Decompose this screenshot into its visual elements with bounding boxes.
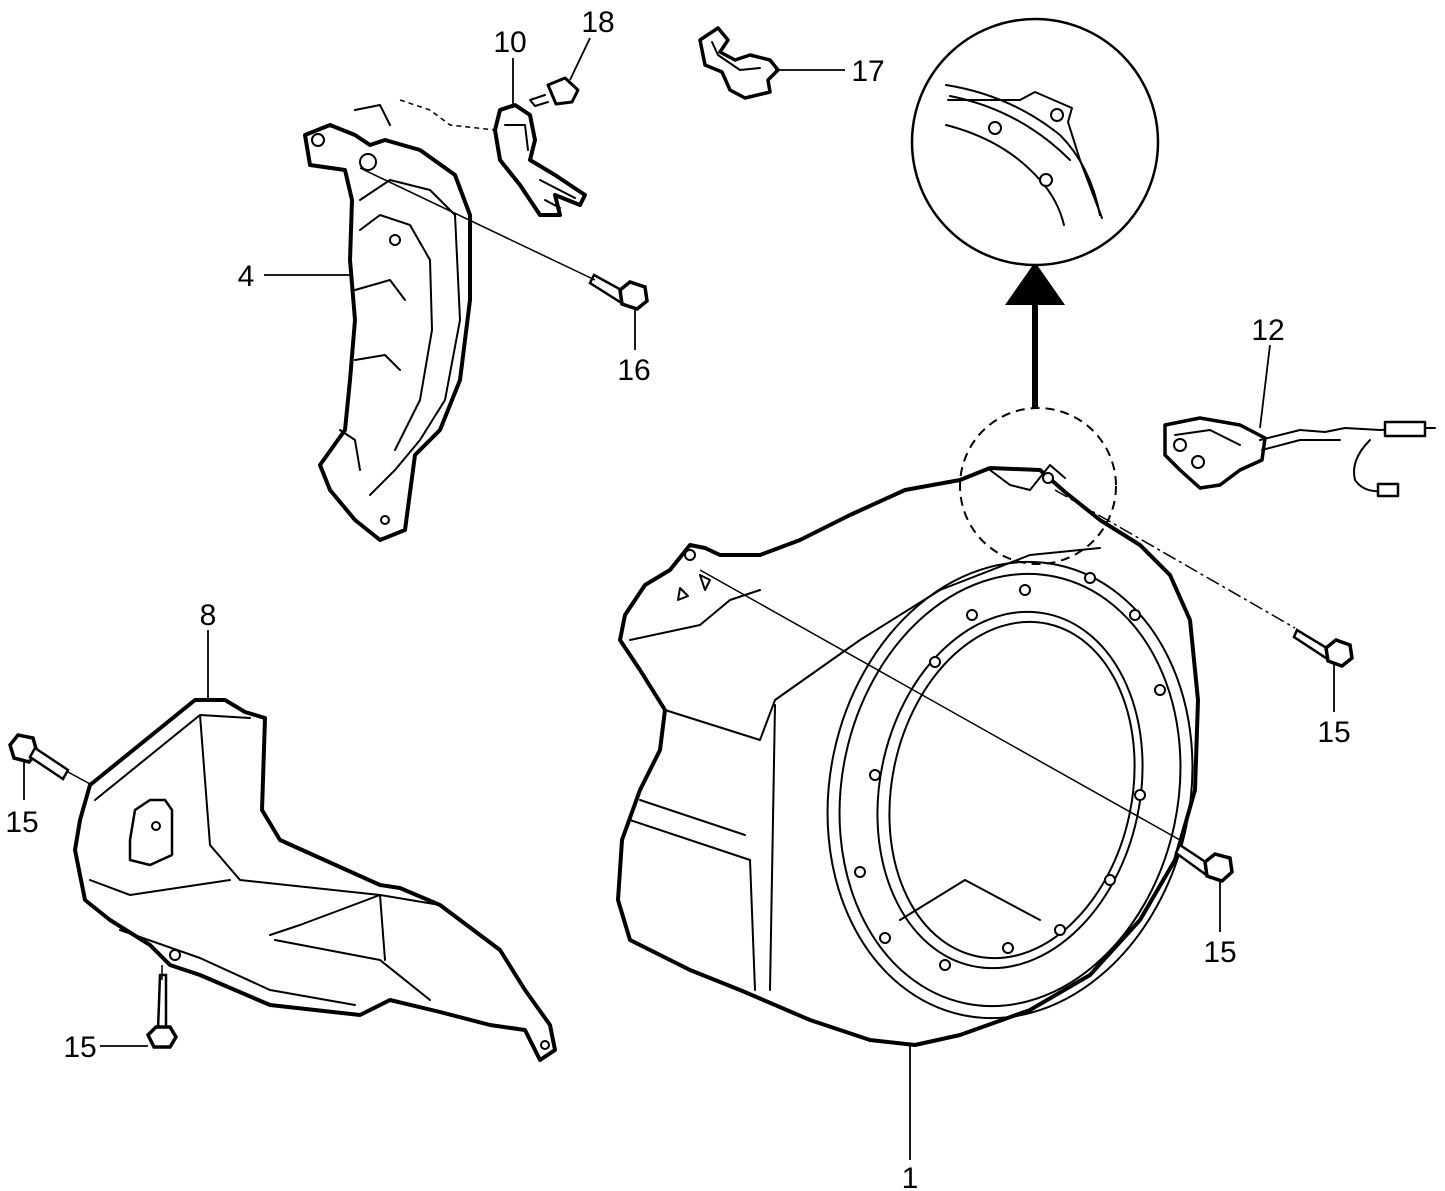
callout-8: 8 bbox=[200, 599, 217, 632]
bolt-15-left-lower bbox=[145, 973, 179, 1049]
clip-part-17 bbox=[698, 26, 780, 100]
callout-16: 16 bbox=[617, 354, 650, 387]
bolt-15-right-lower bbox=[1174, 843, 1234, 883]
callout-labels: 1 4 8 10 18 17 12 16 15 15 15 15 bbox=[5, 6, 1350, 1191]
callout-15-right-lower: 15 bbox=[1203, 936, 1236, 969]
detail-callout bbox=[910, 17, 1160, 565]
callout-10: 10 bbox=[493, 26, 526, 59]
blower-housing-part-1 bbox=[616, 464, 1200, 1047]
screw-part-18 bbox=[529, 76, 580, 107]
callout-4: 4 bbox=[238, 260, 255, 293]
magnified-detail-circle bbox=[910, 17, 1160, 267]
bolt-15-right-upper bbox=[1292, 628, 1354, 668]
callout-15-left-lower: 15 bbox=[63, 1031, 96, 1064]
switch-part-12 bbox=[1163, 416, 1436, 498]
bolt-15-left-upper bbox=[8, 733, 70, 781]
callout-15-left-upper: 15 bbox=[5, 806, 38, 839]
callout-12: 12 bbox=[1251, 314, 1284, 347]
callout-15-right-upper: 15 bbox=[1317, 716, 1350, 749]
lower-shroud-part-8 bbox=[73, 698, 557, 1062]
callout-18: 18 bbox=[581, 6, 614, 39]
bolt-16 bbox=[588, 273, 649, 311]
detail-arrow-icon bbox=[1005, 262, 1065, 305]
callout-1: 1 bbox=[902, 1162, 919, 1191]
baffle-part-4 bbox=[303, 104, 472, 542]
switch-bracket-part-10 bbox=[399, 99, 587, 217]
leader-lines bbox=[23, 37, 1335, 1160]
callout-17: 17 bbox=[851, 55, 884, 88]
